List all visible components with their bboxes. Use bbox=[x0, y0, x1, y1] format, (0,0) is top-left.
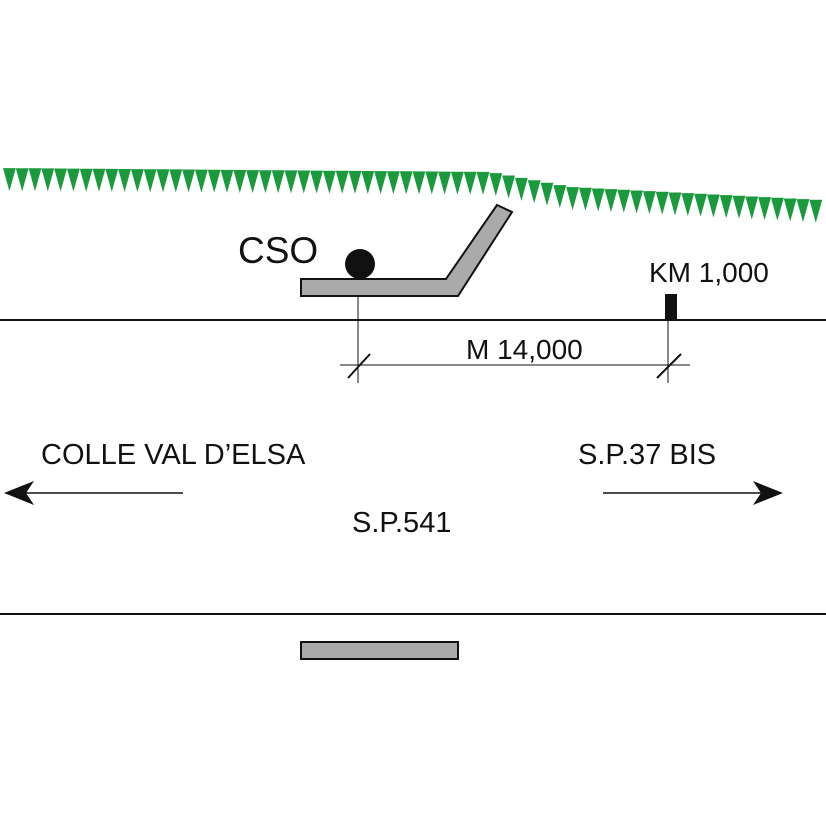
hedge-leaf-56 bbox=[719, 195, 733, 219]
hedge-leaf-8 bbox=[105, 168, 119, 192]
hedge-leaf-1 bbox=[15, 168, 29, 192]
hedge-leaf-44 bbox=[566, 187, 579, 211]
hedge-leaf-61 bbox=[783, 198, 797, 222]
hedge-leaf-49 bbox=[630, 190, 643, 214]
hedge-leaf-35 bbox=[451, 171, 464, 195]
hedge-leaf-34 bbox=[438, 171, 451, 195]
hedge-leaf-41 bbox=[527, 180, 541, 204]
road-name-label: S.P.541 bbox=[352, 507, 451, 539]
hedge-leaf-40 bbox=[515, 177, 528, 201]
vegetation-hedge-line bbox=[3, 168, 823, 223]
direction-arrow-right bbox=[603, 481, 783, 505]
hedge-leaf-30 bbox=[387, 171, 400, 195]
hedge-leaf-20 bbox=[259, 170, 272, 194]
hedge-leaf-48 bbox=[617, 189, 631, 213]
distance-dimension bbox=[340, 296, 690, 383]
hedge-leaf-6 bbox=[79, 168, 93, 192]
hedge-leaf-53 bbox=[681, 193, 695, 217]
hedge-leaf-26 bbox=[335, 170, 349, 194]
hedge-leaf-43 bbox=[553, 185, 567, 209]
hedge-leaf-39 bbox=[502, 175, 515, 199]
hedge-leaf-60 bbox=[771, 197, 784, 221]
hedge-leaf-59 bbox=[758, 197, 771, 221]
hedge-leaf-50 bbox=[643, 191, 656, 215]
hedge-leaf-28 bbox=[361, 171, 375, 194]
hedge-leaf-24 bbox=[310, 170, 323, 194]
direction-arrow-left bbox=[4, 481, 183, 505]
hedge-leaf-17 bbox=[220, 169, 234, 193]
hedge-leaf-47 bbox=[604, 189, 618, 213]
hedge-leaf-19 bbox=[246, 170, 259, 194]
hedge-leaf-54 bbox=[694, 193, 707, 217]
dimension-tick-right bbox=[656, 353, 682, 379]
hedge-leaf-13 bbox=[169, 169, 183, 193]
hedge-leaf-52 bbox=[668, 192, 682, 216]
bus-bay-upper bbox=[300, 203, 514, 297]
km-marker-label: KM 1,000 bbox=[649, 257, 769, 288]
hedge-leaf-10 bbox=[131, 169, 144, 193]
hedge-leaf-23 bbox=[297, 170, 311, 194]
dimension-tick-left bbox=[347, 353, 371, 379]
hedge-leaf-38 bbox=[489, 173, 503, 197]
hedge-leaf-58 bbox=[745, 196, 759, 220]
hedge-leaf-12 bbox=[156, 169, 170, 193]
hedge-leaf-4 bbox=[54, 168, 67, 192]
hedge-leaf-32 bbox=[412, 171, 426, 195]
direction-label-left: COLLE VAL D’ELSA bbox=[41, 439, 306, 471]
hedge-leaf-22 bbox=[284, 170, 298, 194]
hedge-leaf-2 bbox=[28, 168, 42, 192]
cso-stop-marker bbox=[345, 249, 375, 279]
hedge-leaf-27 bbox=[348, 170, 362, 194]
hedge-leaf-5 bbox=[67, 168, 80, 192]
hedge-leaf-0 bbox=[3, 168, 16, 192]
hedge-leaf-63 bbox=[809, 199, 823, 223]
distance-label: M 14,000 bbox=[466, 334, 583, 365]
hedge-leaf-36 bbox=[463, 171, 477, 195]
hedge-leaf-29 bbox=[374, 171, 387, 195]
hedge-leaf-25 bbox=[323, 170, 336, 194]
hedge-leaf-15 bbox=[195, 169, 208, 193]
hedge-leaf-31 bbox=[399, 171, 413, 195]
hedge-leaf-21 bbox=[271, 170, 285, 194]
hedge-leaf-62 bbox=[796, 199, 810, 223]
hedge-leaf-57 bbox=[732, 195, 746, 219]
hedge-leaf-9 bbox=[118, 169, 131, 192]
hedge-leaf-33 bbox=[425, 171, 439, 195]
hedge-leaf-46 bbox=[591, 188, 605, 212]
hedge-leaf-51 bbox=[655, 191, 669, 215]
bus-bay-lower bbox=[300, 641, 459, 660]
hedge-leaf-14 bbox=[182, 169, 195, 193]
hedge-leaf-18 bbox=[233, 170, 247, 193]
hedge-leaf-45 bbox=[579, 187, 592, 211]
hedge-leaf-3 bbox=[41, 168, 55, 192]
direction-label-right: S.P.37 BIS bbox=[578, 439, 716, 471]
hedge-leaf-37 bbox=[476, 171, 490, 195]
km-marker-post bbox=[665, 294, 677, 319]
hedge-leaf-55 bbox=[707, 194, 720, 218]
hedge-leaf-11 bbox=[143, 169, 157, 193]
cso-label: CSO bbox=[238, 230, 318, 271]
hedge-leaf-16 bbox=[207, 169, 221, 193]
hedge-leaf-7 bbox=[92, 168, 106, 192]
hedge-leaf-42 bbox=[540, 182, 554, 206]
